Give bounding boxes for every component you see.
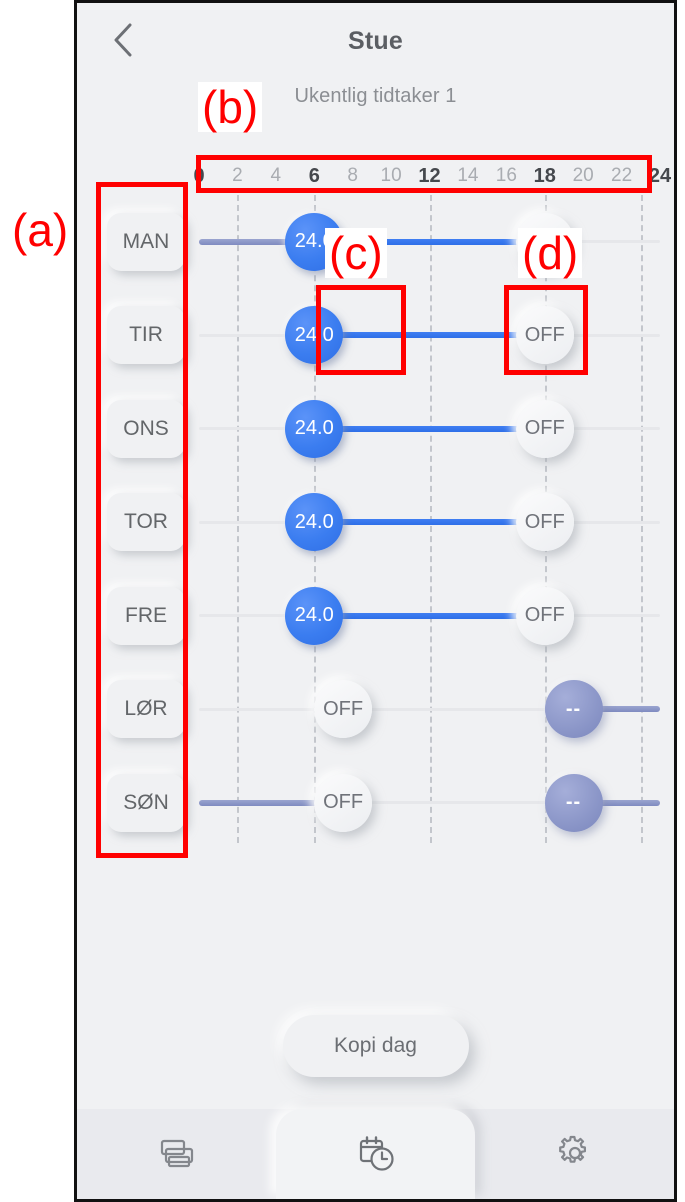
slider-handle-ons-end[interactable]: OFF <box>515 399 574 458</box>
schedule-segment <box>573 706 660 713</box>
day-chip-lør[interactable]: LØR <box>107 680 185 739</box>
schedule-segment <box>314 332 545 339</box>
schedule-segment <box>314 238 545 245</box>
app-header: Stue <box>77 3 674 75</box>
day-chip-tor[interactable]: TOR <box>107 493 185 552</box>
slider-handle-label: OFF <box>323 697 364 720</box>
day-chip-label: SØN <box>123 790 169 814</box>
hour-tick-24: 24 <box>648 165 672 187</box>
bottom-nav <box>77 1109 674 1199</box>
day-chip-tir[interactable]: TIR <box>107 306 185 365</box>
slider-handle-søn-start[interactable]: OFF <box>314 773 373 832</box>
hour-tick-2: 2 <box>232 165 243 186</box>
hour-tick-20: 20 <box>572 165 594 186</box>
timeline-track-søn[interactable]: OFF -- <box>199 756 660 850</box>
slider-handle-man-end[interactable]: OFF <box>515 212 574 271</box>
hour-tick-14: 14 <box>457 165 479 186</box>
day-chip-ons[interactable]: ONS <box>107 399 185 458</box>
day-row-tir: TIR 24.0 OFF <box>77 289 674 383</box>
slider-handle-fre-end[interactable]: OFF <box>515 586 574 645</box>
slider-handle-tir-end[interactable]: OFF <box>515 306 574 365</box>
slider-handle-søn-end[interactable]: -- <box>544 773 603 832</box>
copy-day-label: Kopi dag <box>334 1034 417 1057</box>
slider-handle-man-start[interactable]: 24.0 <box>285 212 344 271</box>
schedule-segment <box>199 799 344 806</box>
timeline-track-tor[interactable]: 24.0 OFF <box>199 476 660 570</box>
day-row-tor: TOR 24.0 OFF <box>77 476 674 570</box>
track-base <box>199 707 660 711</box>
back-button[interactable] <box>99 17 147 63</box>
timeline-track-ons[interactable]: 24.0 OFF <box>199 382 660 476</box>
day-chip-label: LØR <box>124 697 168 721</box>
day-chip-label: TIR <box>129 323 163 347</box>
track-base <box>199 801 660 805</box>
slider-handle-fre-start[interactable]: 24.0 <box>285 586 344 645</box>
hour-tick-4: 4 <box>270 165 282 186</box>
slider-handle-label: OFF <box>524 510 565 533</box>
slider-handle-label: OFF <box>323 791 364 814</box>
schedule-segment <box>199 238 315 245</box>
day-row-lør: LØR OFF -- <box>77 663 674 757</box>
slider-handle-label: 24.0 <box>294 604 334 627</box>
day-chip-søn[interactable]: SØN <box>107 773 185 832</box>
nav-item-timer[interactable] <box>276 1109 475 1199</box>
day-chip-label: MAN <box>122 229 170 253</box>
calendar-clock-icon <box>356 1134 396 1174</box>
chevron-left-icon <box>112 22 134 58</box>
schedule-segment <box>573 799 660 806</box>
schedule-segment <box>314 425 545 432</box>
timer-subtitle: Ukentlig tidtaker 1 <box>294 85 457 107</box>
slider-handle-tor-end[interactable]: OFF <box>515 493 574 552</box>
nav-item-device[interactable] <box>77 1109 276 1199</box>
slider-handle-lør-end[interactable]: -- <box>544 680 603 739</box>
slider-handle-label: 24.0 <box>294 510 334 533</box>
day-chip-label: FRE <box>125 603 167 627</box>
timeline-track-tir[interactable]: 24.0 OFF <box>199 289 660 383</box>
nav-item-settings[interactable] <box>475 1109 674 1199</box>
slider-handle-label: OFF <box>524 323 565 346</box>
slider-handle-label: OFF <box>524 417 565 440</box>
printer-icon <box>157 1137 197 1171</box>
slider-handle-tor-start[interactable]: 24.0 <box>285 493 344 552</box>
slider-handle-label: 24.0 <box>294 230 334 253</box>
slider-handle-ons-start[interactable]: 24.0 <box>285 399 344 458</box>
schedule-segment <box>314 519 545 526</box>
annotation-label-a: (a) <box>8 205 73 255</box>
hour-tick-12: 12 <box>418 165 441 187</box>
schedule-segment <box>314 612 545 619</box>
hour-tick-0: 0 <box>193 165 205 187</box>
slider-handle-lør-start[interactable]: OFF <box>314 680 373 739</box>
copy-day-button[interactable]: Kopi dag <box>282 1015 469 1077</box>
hour-tick-16: 16 <box>495 165 517 186</box>
day-row-fre: FRE 24.0 OFF <box>77 569 674 663</box>
hour-tick-22: 22 <box>611 165 633 186</box>
slider-handle-label: 24.0 <box>294 323 334 346</box>
hour-tick-10: 10 <box>380 165 402 186</box>
day-chip-man[interactable]: MAN <box>107 212 185 271</box>
day-chip-label: TOR <box>124 510 168 534</box>
slider-handle-label: OFF <box>524 604 565 627</box>
day-chip-fre[interactable]: FRE <box>107 586 185 645</box>
day-row-søn: SØN OFF -- <box>77 756 674 850</box>
slider-handle-label: OFF <box>524 230 565 253</box>
timeline-track-fre[interactable]: 24.0 OFF <box>199 569 660 663</box>
slider-handle-label: 24.0 <box>294 417 334 440</box>
gear-icon <box>556 1135 594 1173</box>
slider-handle-tir-start[interactable]: 24.0 <box>285 306 344 365</box>
day-row-ons: ONS 24.0 OFF <box>77 382 674 476</box>
day-row-man: MAN 24.0 OFF <box>77 195 674 289</box>
timeline-track-man[interactable]: 24.0 OFF <box>199 195 660 289</box>
day-chip-label: ONS <box>123 416 169 440</box>
page-title: Stue <box>348 27 403 55</box>
timeline-track-lør[interactable]: OFF -- <box>199 663 660 757</box>
hour-tick-6: 6 <box>308 165 320 187</box>
slider-handle-label: -- <box>565 697 582 720</box>
hour-tick-8: 8 <box>347 165 358 186</box>
slider-handle-label: -- <box>565 791 582 814</box>
hour-tick-18: 18 <box>533 165 556 187</box>
